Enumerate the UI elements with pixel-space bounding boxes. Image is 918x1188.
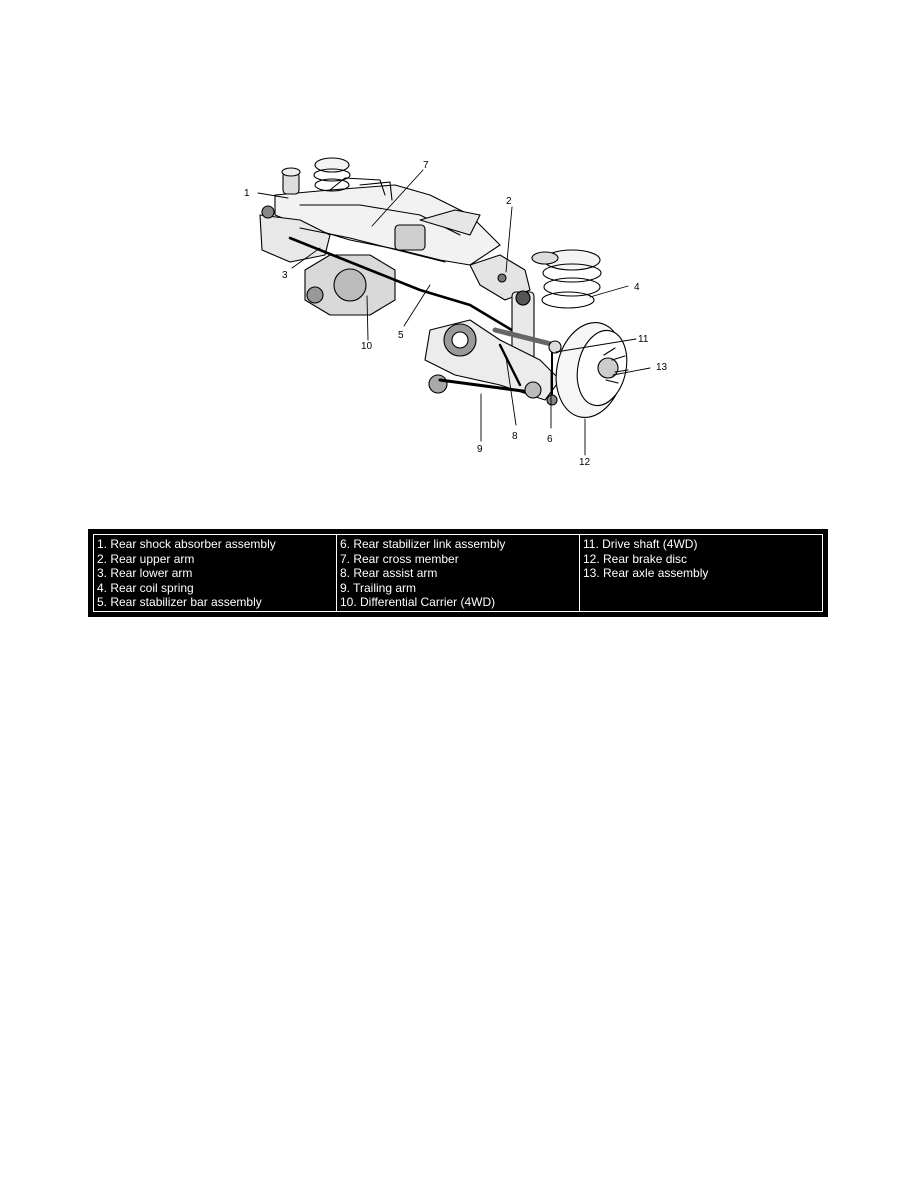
callout-2: 2 <box>506 196 512 207</box>
shock-absorber-right <box>511 290 535 363</box>
legend-item: 13. Rear axle assembly <box>583 566 709 581</box>
legend-item: 10. Differential Carrier (4WD) <box>340 595 496 610</box>
callout-13: 13 <box>656 362 668 373</box>
coil-spring-left <box>313 157 351 192</box>
leader-lines <box>257 169 651 456</box>
callout-7: 7 <box>423 160 429 171</box>
callout-3: 3 <box>282 270 288 281</box>
legend-item: 4. Rear coil spring <box>97 580 194 595</box>
callout-11: 11 <box>638 334 649 345</box>
rear-upper-arm <box>469 254 531 301</box>
callout-labels: 1 2 3 4 5 6 7 8 9 10 11 12 13 <box>244 160 668 468</box>
rear-cross-member <box>259 177 501 266</box>
legend-item: 3. Rear lower arm <box>97 566 193 581</box>
legend-item: 2. Rear upper arm <box>97 551 195 566</box>
legend-item: 7. Rear cross member <box>340 551 459 566</box>
callout-12: 12 <box>579 457 591 468</box>
drive-shaft <box>492 327 562 354</box>
legend-column-2: 6. Rear stabilizer link assembly 7. Rear… <box>337 535 580 611</box>
legend-item: 11. Drive shaft (4WD) <box>583 537 698 551</box>
legend-item: 8. Rear assist arm <box>340 566 438 581</box>
callout-1: 1 <box>244 188 250 199</box>
legend-column-3: 11. Drive shaft (4WD) 12. Rear brake dis… <box>580 535 822 611</box>
callout-10: 10 <box>361 341 373 352</box>
coil-spring-right <box>531 249 602 309</box>
rear-brake-disc <box>555 322 628 418</box>
rear-assist-arm <box>498 343 522 387</box>
callout-6: 6 <box>547 434 553 445</box>
parts-legend-inner: 1. Rear shock absorber assembly 2. Rear … <box>93 534 823 612</box>
legend-item: 6. Rear stabilizer link assembly <box>340 537 506 551</box>
legend-item: 5. Rear stabilizer bar assembly <box>97 595 262 610</box>
stabilizer-link <box>546 344 558 406</box>
callout-4: 4 <box>634 282 640 293</box>
legend-item: 1. Rear shock absorber assembly <box>97 537 276 551</box>
trailing-arm <box>438 378 542 399</box>
callout-9: 9 <box>477 444 483 455</box>
legend-item: 12. Rear brake disc <box>583 551 688 566</box>
legend-item: 9. Trailing arm <box>340 580 417 595</box>
shock-absorber-left <box>261 167 301 219</box>
rear-suspension-diagram: 1 2 3 4 5 6 7 8 9 10 11 12 13 <box>244 157 668 468</box>
legend-column-1: 1. Rear shock absorber assembly 2. Rear … <box>94 535 337 611</box>
rear-axle-assembly <box>597 347 629 384</box>
callout-8: 8 <box>512 431 518 442</box>
parts-legend-table: 1. Rear shock absorber assembly 2. Rear … <box>88 529 828 617</box>
callout-5: 5 <box>398 330 404 341</box>
rear-lower-arm-assembly <box>424 319 561 401</box>
